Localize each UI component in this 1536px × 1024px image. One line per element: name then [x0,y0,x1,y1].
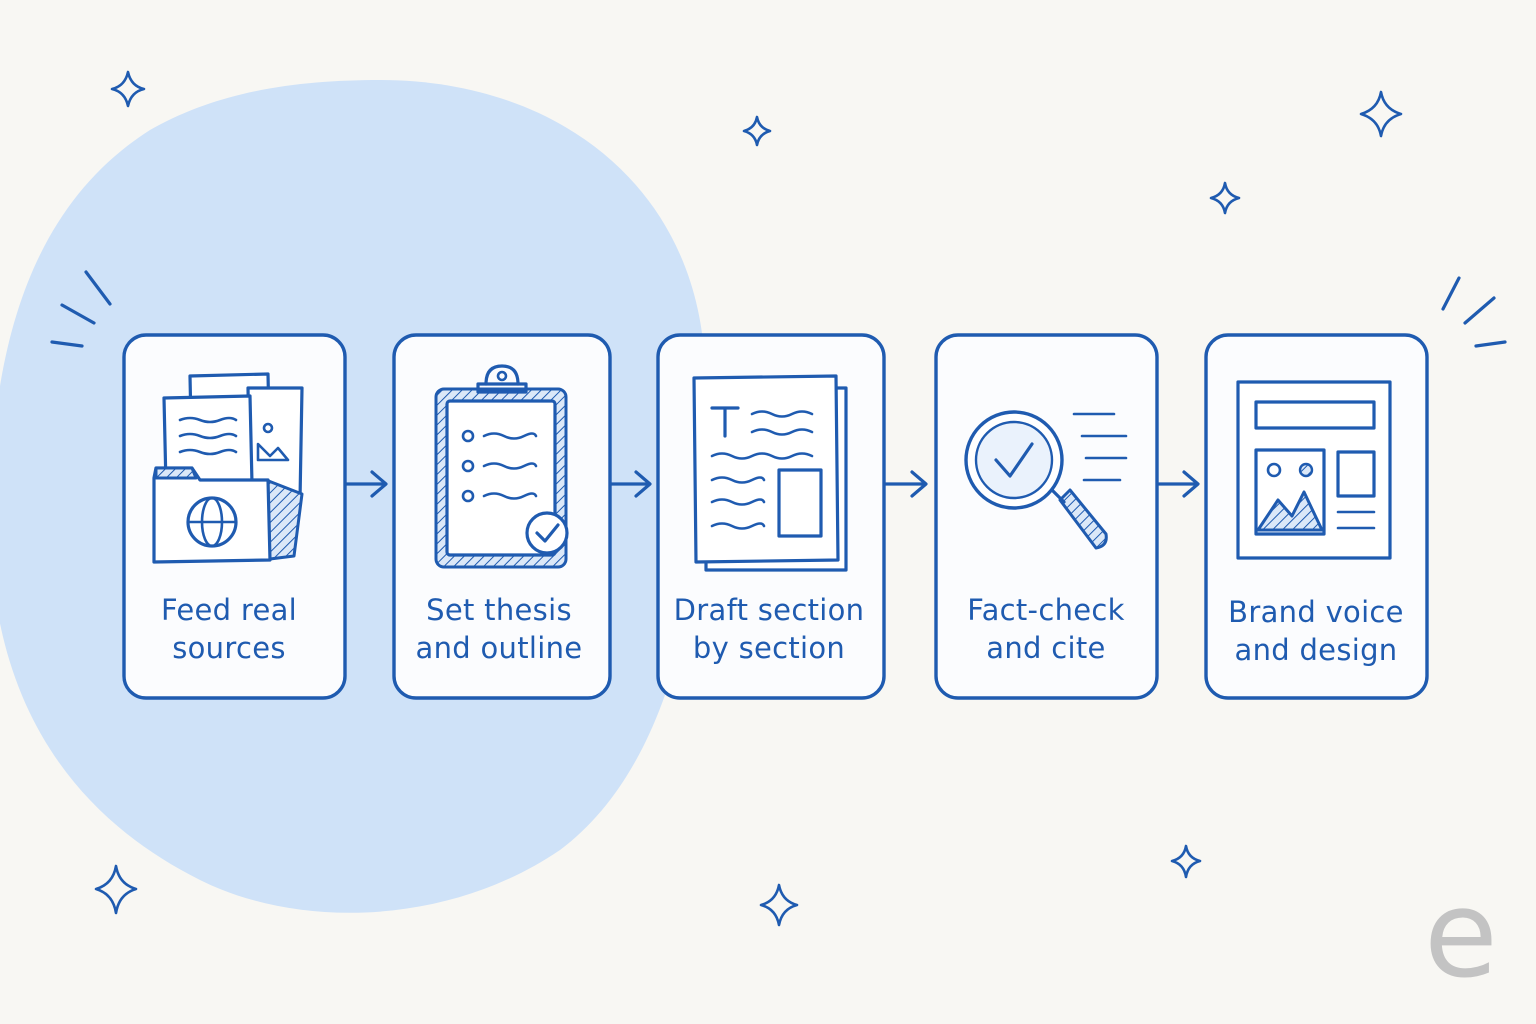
sparkle-icon [110,70,146,108]
step-2-label-line2: and outline [416,631,583,665]
arrow-icon [609,470,652,498]
sparkle-icon [94,864,138,915]
sparkle-icon [742,115,772,147]
arrow-icon [884,470,928,498]
step-1-label-line2: sources [172,631,286,665]
step-3-label-line2: by section [693,631,845,665]
step-card-1: Feed real sources [122,333,347,700]
sparkle-icon [1359,90,1403,138]
arrow-icon [344,470,388,498]
step-card-3: Draft section by section [656,333,886,700]
step-card-5: Brand voice and design [1204,333,1429,700]
background-blob [0,80,706,913]
arrow-icon [1157,470,1200,498]
step-1-label-line1: Feed real [161,593,297,627]
watermark-logo: e [1424,866,1498,1005]
documents-folder-globe-icon [152,372,304,564]
step-card-2: Set thesis and outline [392,333,612,700]
emphasis-lines-right [1441,276,1507,348]
step-5-label-line2: and design [1235,633,1398,667]
document-text-icon [692,374,848,572]
step-3-label-line1: Draft section [674,593,865,627]
step-2-label-line1: Set thesis [426,593,572,627]
webpage-layout-icon [1236,380,1392,560]
magnifier-check-icon [964,410,1128,550]
clipboard-checklist-icon [434,364,569,569]
step-5-label-line1: Brand voice [1228,595,1404,629]
sparkle-icon [759,883,799,927]
sparkle-icon [1209,181,1241,215]
step-card-4: Fact-check and cite [934,333,1159,700]
sparkle-icon [1170,844,1202,879]
step-4-label-line2: and cite [986,631,1105,665]
emphasis-lines-left [50,270,112,348]
step-4-label-line1: Fact-check [967,593,1124,627]
